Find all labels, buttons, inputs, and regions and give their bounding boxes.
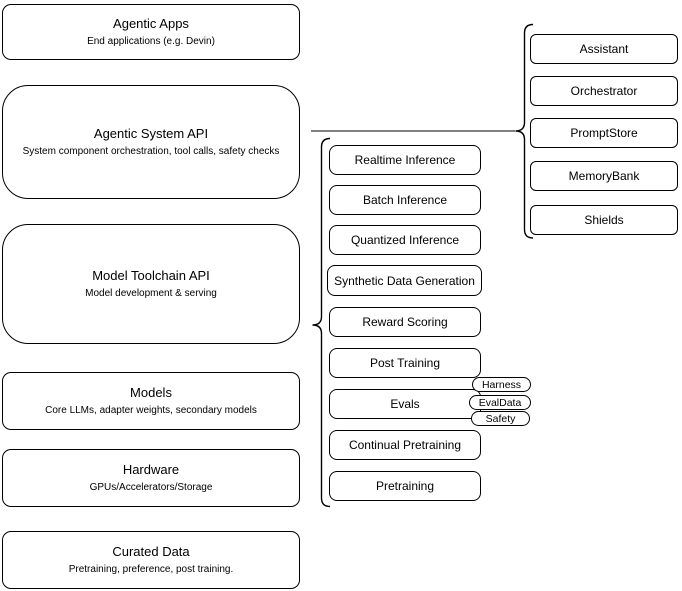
box-curated-data: Curated Data Pretraining, preference, po… [2,531,300,589]
toolchain-item-realtime-inference: Realtime Inference [329,145,481,175]
box-curated-data-title: Curated Data [112,544,190,559]
toolchain-item-continual-pretraining: Continual Pretraining [329,430,481,460]
box-hardware-subtitle: GPUs/Accelerators/Storage [89,482,213,493]
eval-tag-harness: Harness [472,377,531,392]
box-agentic-system-api-title: Agentic System API [93,126,209,141]
box-model-toolchain-api-title: Model Toolchain API [92,268,210,283]
toolchain-item-evals: Evals [329,389,481,419]
box-agentic-apps: Agentic Apps End applications (e.g. Devi… [2,4,300,60]
toolchain-item-quantized-inference: Quantized Inference [329,225,481,255]
eval-tag-safety: Safety [471,411,530,426]
component-memorybank: MemoryBank [530,161,678,191]
box-hardware: Hardware GPUs/Accelerators/Storage [2,449,300,507]
component-promptstore: PromptStore [530,118,678,148]
box-hardware-title: Hardware [122,462,180,477]
box-agentic-apps-title: Agentic Apps [113,16,189,31]
component-orchestrator: Orchestrator [530,76,678,106]
eval-tag-evaldata: EvalData [469,395,531,410]
box-agentic-system-api-subtitle: System component orchestration, tool cal… [22,146,280,157]
box-models: Models Core LLMs, adapter weights, secon… [2,372,300,430]
toolchain-item-synthetic-data-generation: Synthetic Data Generation [327,265,482,296]
box-model-toolchain-api: Model Toolchain API Model development & … [2,224,300,344]
box-agentic-system-api: Agentic System API System component orch… [2,85,300,199]
component-assistant: Assistant [530,34,678,64]
box-agentic-apps-subtitle: End applications (e.g. Devin) [87,36,215,47]
toolchain-item-batch-inference: Batch Inference [329,185,481,215]
box-curated-data-subtitle: Pretraining, preference, post training. [68,564,234,575]
toolchain-item-pretraining: Pretraining [329,471,481,501]
toolchain-item-reward-scoring: Reward Scoring [329,307,481,337]
box-model-toolchain-api-subtitle: Model development & serving [85,288,217,299]
toolchain-brace [312,137,331,508]
component-shields: Shields [530,205,678,235]
toolchain-item-post-training: Post Training [329,348,481,378]
box-models-subtitle: Core LLMs, adapter weights, secondary mo… [45,405,257,416]
box-models-title: Models [130,385,172,400]
